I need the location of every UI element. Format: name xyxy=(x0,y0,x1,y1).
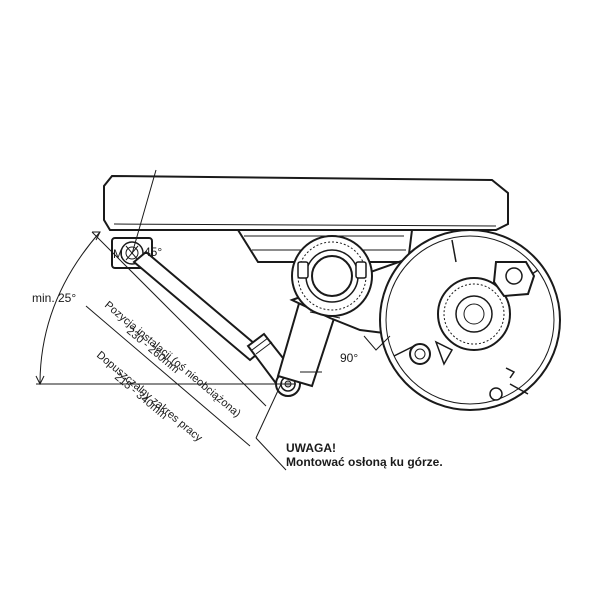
warning-title: UWAGA! xyxy=(286,441,336,455)
warning-text: Montować osłoną ku górze. xyxy=(286,455,443,469)
axle-tube xyxy=(291,235,373,317)
wheel-hub xyxy=(379,229,561,411)
bolt-angle-label: 45° xyxy=(144,245,162,259)
shock-absorber xyxy=(132,250,296,388)
right-angle-label: 90° xyxy=(340,351,358,365)
bolt-label: M xyxy=(113,247,123,261)
install-position-range: 230 - 260mm xyxy=(124,325,181,376)
chassis-frame xyxy=(103,174,509,231)
dimension-lines xyxy=(35,169,391,471)
min-angle-label: min. 25° xyxy=(32,291,76,305)
work-range-value: 215 - 340mm xyxy=(112,371,169,422)
